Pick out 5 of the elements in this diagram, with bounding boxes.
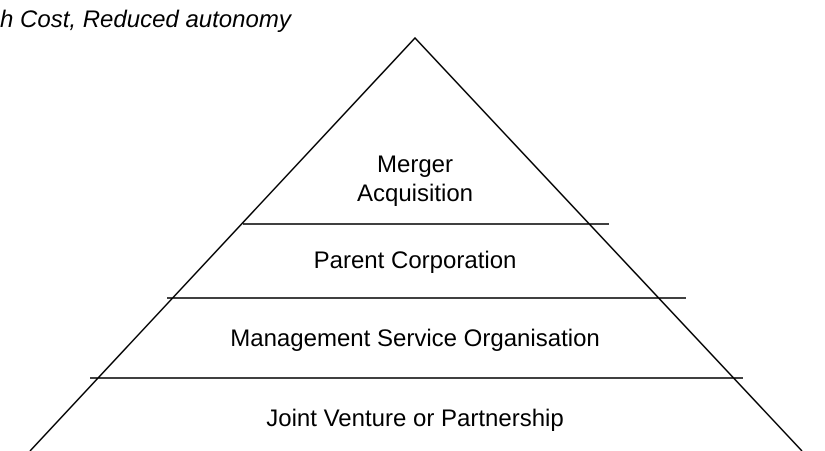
pyramid-tier-label: Parent Corporation [215,230,615,292]
pyramid-tier-label: Management Service Organisation [140,306,690,372]
pyramid-tier-label: Merger Acquisition [300,140,530,220]
note-text: h Cost, Reduced autonomy [0,6,291,34]
pyramid-tier-label: Joint Venture or Partnership [110,390,720,448]
